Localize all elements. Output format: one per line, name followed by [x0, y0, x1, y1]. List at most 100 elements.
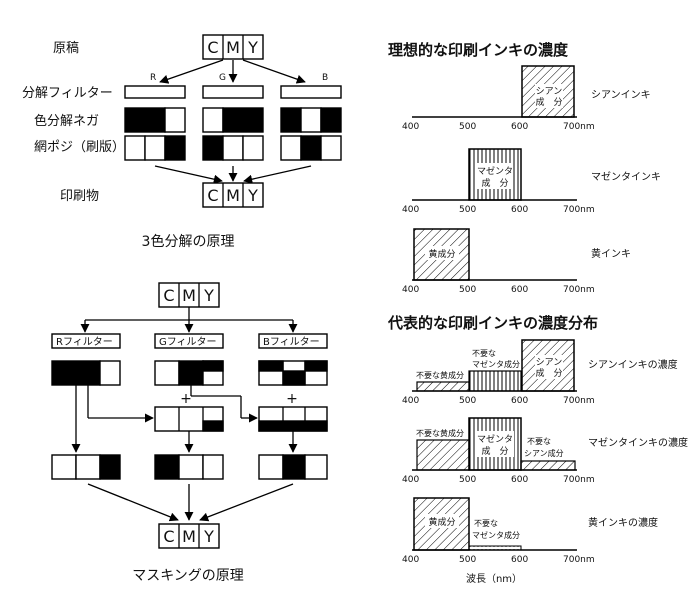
cmy-letter: Y: [203, 286, 214, 305]
bar-label: 黄成分: [428, 248, 455, 260]
positive-label: 網ポジ（刷版）: [34, 140, 125, 155]
arrow: [159, 59, 224, 84]
bar-label: 成 分: [481, 445, 508, 457]
print-cmy-box: C M Y: [202, 182, 264, 208]
positive-g: [202, 135, 264, 161]
side-label: 不要な黄成分: [416, 428, 464, 438]
unwanted-magenta-bar: [468, 545, 522, 551]
unwanted-magenta-bar: [468, 370, 522, 392]
tick-label: 600: [511, 555, 528, 565]
bar-label: マゼンタ: [477, 433, 513, 445]
caption-masking: マスキングの原理: [132, 568, 244, 584]
cmy-letter: M: [226, 186, 240, 205]
tick-label: 700nm: [563, 205, 595, 215]
tick-label: 400: [402, 285, 419, 295]
original-label: 原稿: [53, 40, 79, 56]
tick-label: 500: [459, 555, 476, 565]
tick-label: 400: [402, 122, 419, 132]
mask-g-negative: [154, 360, 224, 386]
mask-r-result: [51, 454, 121, 480]
side-label: 不要な: [527, 437, 551, 446]
masking-result-cmy-box: C M Y: [158, 523, 220, 549]
tick-label: 700nm: [563, 475, 595, 485]
ideal-cyan-chart: シアン 成 分 400 500 600 700nm シアンインキ: [402, 65, 651, 132]
masking-principle: C M Y Rフィルター Gフィルター Bフィルター: [51, 282, 328, 584]
tick-label: 600: [511, 475, 528, 485]
filter-label: 分解フィルター: [22, 86, 113, 101]
cmy-letter: Y: [247, 186, 258, 205]
channel-label: R: [150, 73, 156, 83]
tick-label: 600: [511, 285, 528, 295]
arrow: [199, 483, 294, 522]
ink-label: マゼンタインキの濃度: [588, 436, 688, 449]
mask-b-negative: [258, 360, 328, 386]
representative-ink-density: 代表的な印刷インキの濃度分布 シアン 成 分 不要な黄成分 不要な マゼンタ成分…: [387, 314, 688, 585]
mask-r-negative: [51, 360, 121, 386]
tick-label: 500: [459, 205, 476, 215]
filter-box: [280, 85, 342, 99]
side-label: シアン成分: [524, 448, 564, 458]
ideal-magenta-chart: マゼンタ 成 分 400 500 600 700nm マゼンタインキ: [402, 148, 661, 215]
cmy-letter: C: [163, 286, 174, 305]
bar-label: シアン: [536, 358, 563, 368]
print-label: 印刷物: [60, 189, 99, 204]
side-label: マゼンタ成分: [472, 359, 520, 369]
axis-label: 波長（nm）: [466, 572, 522, 585]
plus-sign: +: [286, 391, 298, 407]
cmy-letter: M: [182, 527, 196, 546]
ideal-yellow-chart: 黄成分 400 500 600 700nm 黄インキ: [402, 228, 631, 295]
mask-b-result: [258, 454, 328, 480]
bar-label: 成 分: [535, 96, 562, 108]
mask-g-result: [154, 454, 224, 480]
arrow: [242, 59, 306, 84]
bar-label: シアン: [536, 87, 563, 97]
bar-label: 成 分: [535, 367, 562, 379]
negative-label: 色分解ネガ: [34, 113, 99, 129]
tick-label: 500: [459, 475, 476, 485]
unwanted-cyan-bar: [520, 460, 576, 471]
tick-label: 700nm: [563, 555, 595, 565]
side-label: 不要な: [472, 349, 496, 358]
ink-label: シアンインキの濃度: [588, 358, 678, 371]
representative-title: 代表的な印刷インキの濃度分布: [387, 314, 598, 332]
filter-box-g: [154, 333, 224, 349]
cmy-letter: C: [207, 38, 218, 57]
bar-label: マゼンタ: [477, 165, 513, 177]
cmy-letter: M: [182, 286, 196, 305]
side-label: 不要な黄成分: [416, 370, 464, 380]
channel-label: B: [322, 73, 328, 83]
masking-top-cmy-box: C M Y: [158, 282, 220, 308]
tick-label: 600: [511, 396, 528, 406]
tick-label: 700nm: [563, 285, 595, 295]
tick-label: 600: [511, 205, 528, 215]
filter-label: Bフィルター: [263, 336, 320, 348]
ideal-ink-density: 理想的な印刷インキの濃度 シアン 成 分 400 500 600 700nm シ…: [388, 41, 661, 295]
filter-box: [124, 85, 186, 99]
cmy-letter: Y: [203, 527, 214, 546]
ink-label: 黄インキの濃度: [588, 516, 658, 529]
cmy-letter: Y: [247, 38, 258, 57]
mask-b-middle: [258, 406, 328, 432]
filter-label: Rフィルター: [56, 336, 113, 348]
filter-label: Gフィルター: [159, 336, 217, 348]
yellow-component-bar: [413, 228, 470, 281]
tick-label: 500: [459, 122, 476, 132]
cmy-letter: M: [226, 38, 240, 57]
tick-label: 600: [511, 122, 528, 132]
positive-b: [280, 135, 342, 161]
real-cyan-chart: シアン 成 分 不要な黄成分 不要な マゼンタ成分 400 500 600 70…: [402, 339, 678, 406]
arrow: [87, 483, 179, 522]
tick-label: 400: [402, 475, 419, 485]
negative-b: [280, 107, 342, 133]
cmy-letter: C: [207, 186, 218, 205]
real-yellow-chart: 黄成分 不要な マゼンタ成分 400 500 600 700nm 黄インキの濃度…: [402, 497, 658, 585]
ink-label: マゼンタインキ: [591, 171, 661, 183]
tick-label: 500: [459, 285, 476, 295]
three-color-separation: C M Y 原稿 R G B 分解フィルター 色分解ネガ: [22, 34, 342, 250]
caption-3color: 3色分解の原理: [142, 233, 235, 250]
unwanted-yellow-bar: [416, 439, 470, 471]
channel-label: G: [219, 73, 226, 83]
ink-label: シアンインキ: [591, 90, 651, 101]
ink-label: 黄インキ: [591, 247, 631, 260]
